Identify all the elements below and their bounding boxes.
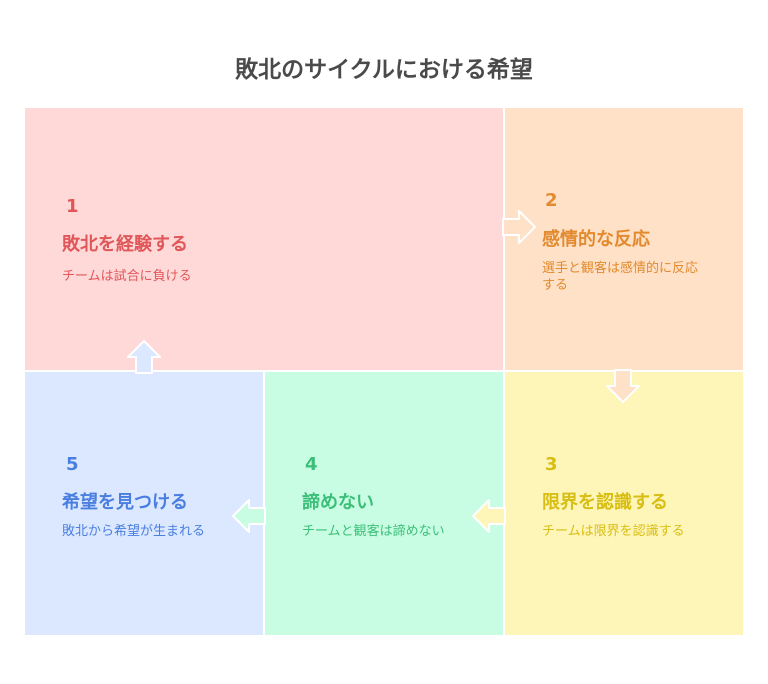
- step-3-heading: 限界を認識する: [542, 492, 668, 513]
- step-4-number: 4: [305, 454, 318, 475]
- step-2-heading: 感情的な反応: [542, 229, 650, 250]
- step-5-number: 5: [66, 454, 79, 475]
- step-1-heading: 敗北を経験する: [62, 234, 188, 255]
- step-2-number: 2: [545, 190, 558, 211]
- step-5-description: 敗北から希望が生まれる: [62, 524, 206, 539]
- step-4-description: チームと観客は諦めない: [302, 524, 445, 539]
- step-1-panel: [25, 108, 504, 371]
- step-5-heading: 希望を見つける: [62, 492, 188, 513]
- step-1-description: チームは試合に負ける: [62, 269, 192, 284]
- divider-horizontal: [25, 370, 743, 372]
- arrow-left-icon: [232, 499, 266, 533]
- step-3-number: 3: [545, 454, 558, 475]
- arrow-down-icon: [606, 369, 640, 403]
- diagram-title: 敗北のサイクルにおける希望: [235, 57, 533, 83]
- arrow-right-icon: [502, 210, 536, 244]
- step-2-panel: [504, 108, 743, 371]
- step-2-description: 選手と観客は感情的に反応する: [542, 261, 699, 293]
- step-3-panel: [504, 371, 743, 635]
- arrow-up-icon: [127, 340, 161, 374]
- step-5-panel: [25, 371, 264, 635]
- arrow-left-icon: [472, 499, 506, 533]
- step-4-panel: [264, 371, 504, 635]
- step-4-heading: 諦めない: [302, 492, 374, 513]
- step-3-description: チームは限界を認識する: [542, 524, 685, 539]
- divider-vertical-bottom: [263, 371, 265, 635]
- step-1-number: 1: [66, 196, 79, 217]
